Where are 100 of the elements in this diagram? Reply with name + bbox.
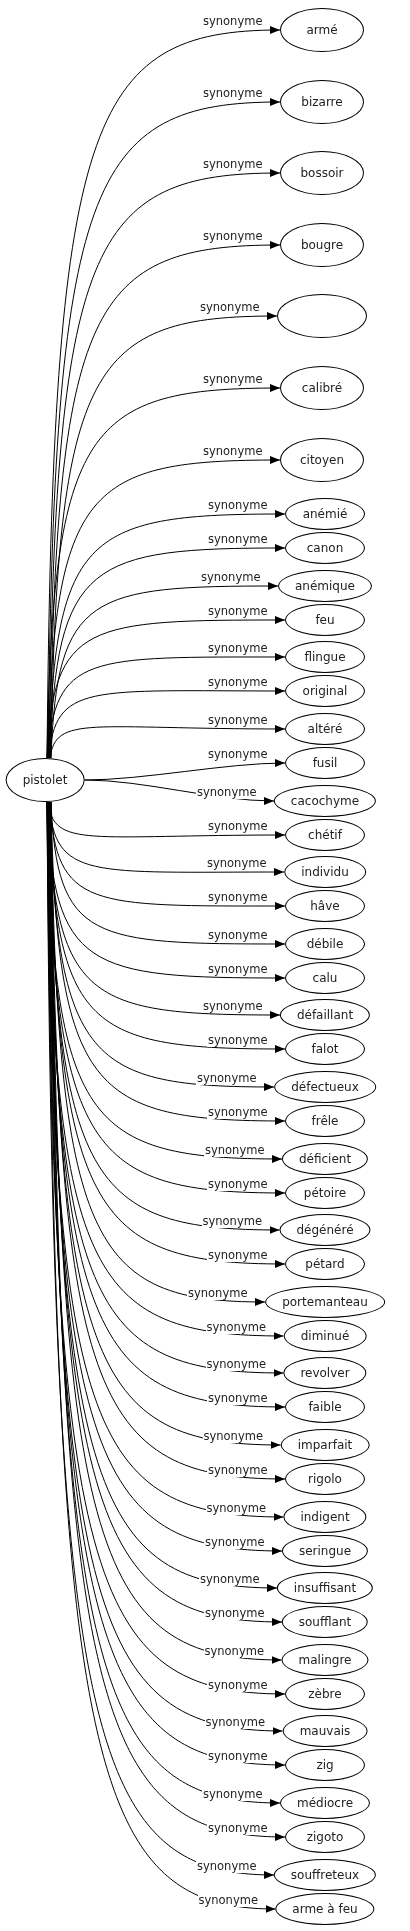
edge-label: synonyme [202,15,264,28]
node-label: malingre [298,1652,352,1667]
node-label: déficient [298,1151,352,1166]
node-label: diminué [300,1328,350,1343]
node-label: seringue [298,1543,352,1558]
node-label: armé [306,23,338,37]
node-label: fusil [312,756,338,770]
node-label: défectueux [291,1080,359,1094]
edge-label: synonyme [202,1788,264,1801]
edge-label: synonyme [202,158,264,171]
node-label: mauvais [299,1724,351,1739]
node-label: cacochyme [290,793,360,808]
node-label: défaillant [296,1008,354,1023]
node-label: insuffisant [293,1581,357,1596]
node-label: bizarre [301,94,343,109]
node-label: revolver [300,1366,350,1381]
node-label: soufflant [298,1615,352,1630]
node-label: rigolo [308,1472,342,1486]
node-label: frêle [311,1114,339,1128]
node-label: individu [301,865,349,880]
edge-label: synonyme [207,1822,269,1835]
edge-label: synonyme [187,1287,249,1300]
node-label: imparfait [297,1438,353,1452]
node-label: dégénéré [296,1223,354,1238]
edge-label: synonyme [207,642,269,655]
arrow [49,724,286,759]
edge-label: synonyme [207,1679,269,1692]
edge-label: synonyme [207,929,269,942]
node-label: canon [306,541,344,556]
edge-label: synonyme [207,1034,269,1047]
edge-label: synonyme [207,1464,269,1477]
node-label: pétoire [303,1185,347,1200]
edge-label: synonyme [199,301,261,314]
node-label: souffreteux [290,1867,360,1882]
edge-label: synonyme [200,571,262,584]
arrow [48,686,286,759]
edge-label: synonyme [202,87,264,100]
edge-label: synonyme [202,1430,264,1443]
node-label: indigent [300,1509,350,1524]
arrow [46,616,286,759]
edge-label: synonyme [202,230,264,243]
edge-label: synonyme [204,1144,266,1157]
node-label: feu [315,612,335,627]
node-label: hâve [310,899,340,914]
node-label: pistolet [22,773,68,787]
node-label: zigoto [306,1830,344,1844]
edge-label: synonyme [207,1750,269,1763]
node-label: calibré [301,381,343,395]
node-label: arme à feu [292,1901,358,1916]
node-label: portemanteau [282,1294,368,1309]
edge-label: synonyme [207,533,269,546]
edge-label: synonyme [196,786,258,799]
edge-label: synonyme [207,820,269,833]
arrow [50,582,279,759]
edge-label: synonyme [201,1215,263,1228]
node-label: zig [316,1758,334,1773]
edge-label: synonyme [196,1072,258,1085]
edge-label: synonyme [207,1249,269,1262]
edge-label: synonyme [207,605,269,618]
node-label: flingue [304,650,346,665]
node-label: pétard [305,1257,345,1272]
edge-label: synonyme [204,1536,266,1549]
edge-label: synonyme [207,1392,269,1405]
node-label: chétif [308,827,342,842]
edge-label: synonyme [204,1607,266,1620]
node-label: anémié [302,507,348,522]
edge-label: synonyme [204,1716,266,1729]
node-label: calu [312,970,338,985]
edge-label: synonyme [202,1000,264,1013]
edge-label: synonyme [205,1502,267,1515]
edge-label: synonyme [199,1573,261,1586]
edge-label: synonyme [205,1321,267,1334]
node-label: altéré [307,722,343,736]
node-label: falot [311,1042,339,1057]
node-label: débile [306,936,344,951]
edge-label: synonyme [205,1358,267,1371]
node-label: bossoir [300,166,344,181]
edge-label: synonyme [207,1178,269,1191]
node-label: faible [308,1400,342,1415]
node-label: médiocre [297,1796,353,1810]
node-label: zèbre [308,1686,342,1701]
edge-label: synonyme [207,1106,269,1119]
edge-label: synonyme [197,1894,259,1907]
edge-label: synonyme [207,891,269,904]
edge-label: synonyme [202,373,264,386]
node-label: citoyen [299,452,345,467]
edge-label: synonyme [202,445,264,458]
arrow [84,759,286,781]
edge-label: synonyme [207,499,269,512]
node-label: bougre [300,237,344,252]
node-label: original [302,684,348,699]
edge-label: synonyme [207,676,269,689]
node-label: anémique [295,578,355,593]
edge-label: synonyme [203,1645,265,1658]
edge-label: synonyme [207,714,269,727]
edge-label: synonyme [207,963,269,976]
edge-label: synonyme [207,748,269,761]
edge-label: synonyme [196,1860,258,1873]
edge-label: synonyme [206,857,268,870]
arrow [47,653,286,759]
